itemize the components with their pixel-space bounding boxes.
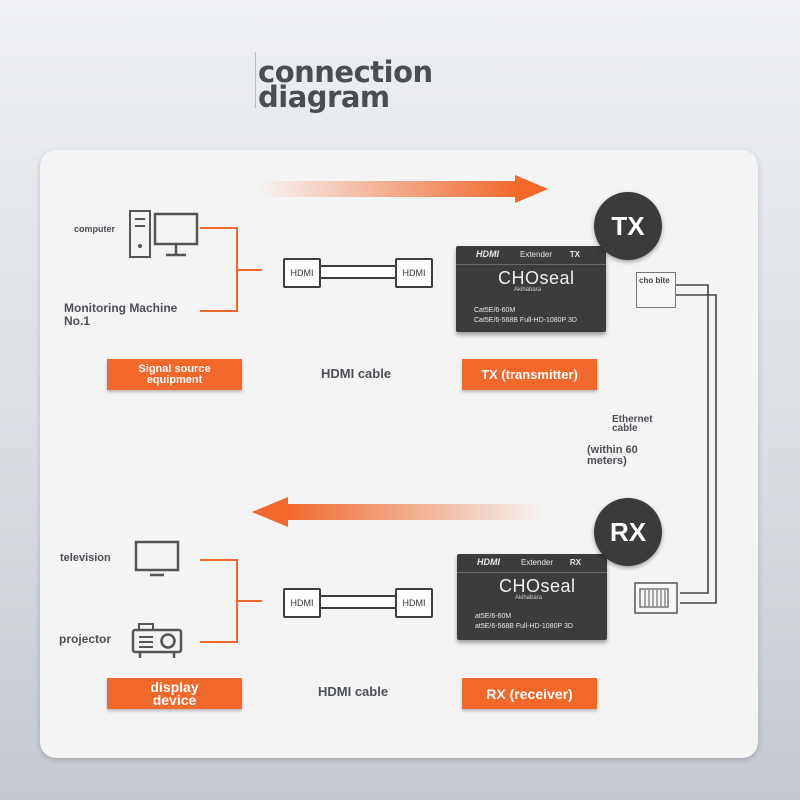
ethernet-connector-top: cho bite (636, 272, 676, 308)
hdmi-cable-top: HDMI HDMI (283, 258, 433, 288)
tx-brand: CHOseal (498, 268, 575, 288)
tx-spec-1: Cat5E/6-60M (474, 307, 516, 314)
title-line-1: connection (258, 55, 433, 89)
computer-label: computer (74, 224, 116, 234)
display-device-tag: display device (107, 678, 242, 709)
signal-source-tag: Signal source equipment (107, 359, 242, 390)
rx-brand-sub: Akihabara (515, 595, 543, 601)
arrow-right-icon (258, 175, 548, 203)
ethernet-connector-bottom (634, 582, 678, 614)
ethernet-connector-text: cho bite (639, 276, 670, 285)
ethernet-cable-lines (674, 284, 717, 604)
hdmi-cable-label-top: HDMI cable (321, 366, 392, 381)
monitor-label: Monitoring Machine No.1 (64, 301, 178, 328)
tx-hdmi-logo: HDMI (476, 249, 499, 259)
rx-device: HDMI Extender RX CHOseal Akihabara at5E/… (457, 554, 607, 640)
rx-tag: RX (receiver) (462, 678, 597, 709)
television-label: television (60, 552, 111, 564)
tx-tag: TX (transmitter) (462, 359, 597, 390)
computer-icon (128, 210, 200, 260)
hdmi-plug-right: HDMI (395, 588, 433, 618)
tx-spec-2: Cat5E/6-568B Full-HD-1080P 3D (474, 317, 577, 324)
ethernet-label: Ethernet cable (612, 414, 653, 434)
source-bracket (200, 227, 262, 312)
tx-device: HDMI Extender TX CHOseal Akihabara Cat5E… (456, 246, 606, 332)
tx-brand-sub: Akihabara (514, 287, 542, 293)
hdmi-plug-right: HDMI (395, 258, 433, 288)
rx-extender-text: Extender (521, 558, 554, 567)
page-title: connection diagram (258, 55, 433, 114)
rx-brand: CHOseal (499, 576, 576, 596)
hdmi-cable-bottom: HDMI HDMI (283, 588, 433, 618)
tx-bubble: TX (594, 192, 662, 260)
rx-spec-2: at5E/6-568B Full-HD-1080P 3D (475, 623, 573, 630)
title-tick (255, 52, 256, 108)
hdmi-plug-left: HDMI (283, 588, 321, 618)
rx-bubble: RX (594, 498, 662, 566)
title-line-2: diagram (258, 80, 390, 114)
rx-mode-text: RX (569, 558, 581, 567)
projector-icon (131, 622, 183, 662)
television-icon (134, 540, 180, 578)
hdmi-cable-label-bottom: HDMI cable (318, 684, 389, 699)
projector-label: projector (59, 632, 112, 646)
arrow-left-icon (252, 497, 545, 527)
ethernet-distance: (within 60 meters) (587, 444, 638, 467)
display-bracket (200, 559, 262, 643)
tx-mode-text: TX (569, 250, 580, 259)
rx-spec-1: at5E/6-60M (475, 613, 512, 620)
hdmi-plug-left: HDMI (283, 258, 321, 288)
tx-extender-text: Extender (520, 250, 553, 259)
rx-hdmi-logo: HDMI (477, 557, 500, 567)
